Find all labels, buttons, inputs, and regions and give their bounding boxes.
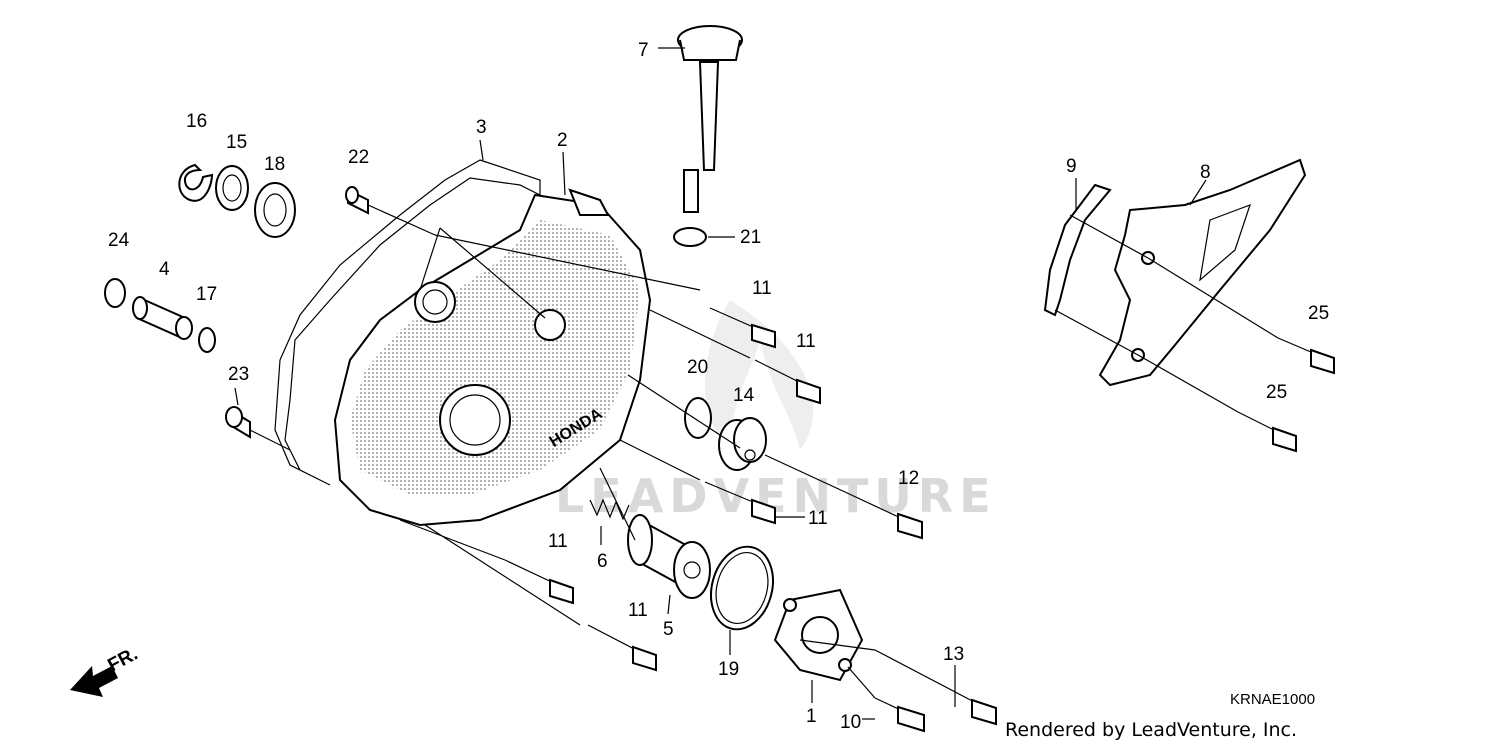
direction-arrow-icon [70,666,118,697]
oil-filter [627,514,711,599]
o-ring-20 [684,397,712,439]
callout-25-a: 25 [1308,303,1329,324]
washer-15 [215,165,249,211]
callout-1: 1 [806,706,817,727]
bolt-11-b [754,359,821,405]
callout-11-d: 11 [548,531,568,552]
o-ring-21 [673,227,707,247]
callout-18: 18 [264,154,285,175]
callout-4: 4 [159,259,170,280]
shaft-4 [132,296,193,340]
callout-17: 17 [196,284,217,305]
callout-10: 10 [840,712,861,733]
callout-21: 21 [740,227,761,248]
spring [589,498,630,521]
filter-cover [773,588,864,682]
callout-6: 6 [597,551,608,572]
callout-22: 22 [348,147,369,168]
sprocket-cover [1098,158,1307,387]
gasket-9 [1043,183,1112,317]
callout-13: 13 [943,644,964,665]
callout-11-c: 11 [808,508,828,529]
callout-20: 20 [687,357,708,378]
oil-seal-18 [254,182,296,238]
front-direction-indicator: FR. [70,644,141,697]
circlip [178,163,214,202]
dipstick [677,25,743,213]
diagram-code: KRNAE1000 [1230,691,1315,708]
plug-14 [718,417,767,471]
crankcase-cover: HONDA [333,188,652,527]
bolt-11-d [504,559,574,605]
callout-8: 8 [1200,162,1211,183]
callout-19: 19 [718,659,739,680]
callout-11-b: 11 [796,331,816,352]
gasket [274,159,541,486]
callout-9: 9 [1066,156,1077,177]
dowel-pin-23 [225,406,251,439]
callout-15: 15 [226,132,247,153]
bolt-12 [844,491,923,540]
callout-23: 23 [228,364,249,385]
o-ring-19 [710,545,774,631]
credit-text: Rendered by LeadVenture, Inc. [1005,719,1297,741]
callout-25-b: 25 [1266,382,1287,403]
bolt-11-c [704,481,776,525]
leader-lines [234,47,1279,720]
callout-14: 14 [733,385,755,406]
callout-11-a: 11 [752,278,772,299]
callout-5: 5 [663,619,674,640]
callout-16: 16 [186,111,207,132]
bolt-11-a [709,307,776,349]
callout-12: 12 [898,468,919,489]
bolt-11-e [587,624,657,672]
o-ring-17 [198,327,216,353]
bolt-10 [874,697,925,733]
bolt-25-a [1277,337,1335,375]
callout-3: 3 [476,117,487,138]
callout-7: 7 [638,40,649,61]
callouts: 7 16 15 18 3 2 22 21 24 4 17 11 11 20 14… [108,40,1329,733]
callout-2: 2 [557,130,568,151]
dowel-pin-22 [345,186,369,215]
circlip-24 [104,278,126,308]
callout-11-e: 11 [628,600,648,621]
bolt-13 [874,649,997,726]
bolts [504,307,1335,733]
callout-24: 24 [108,230,130,251]
bolt-25-b [1237,411,1297,453]
